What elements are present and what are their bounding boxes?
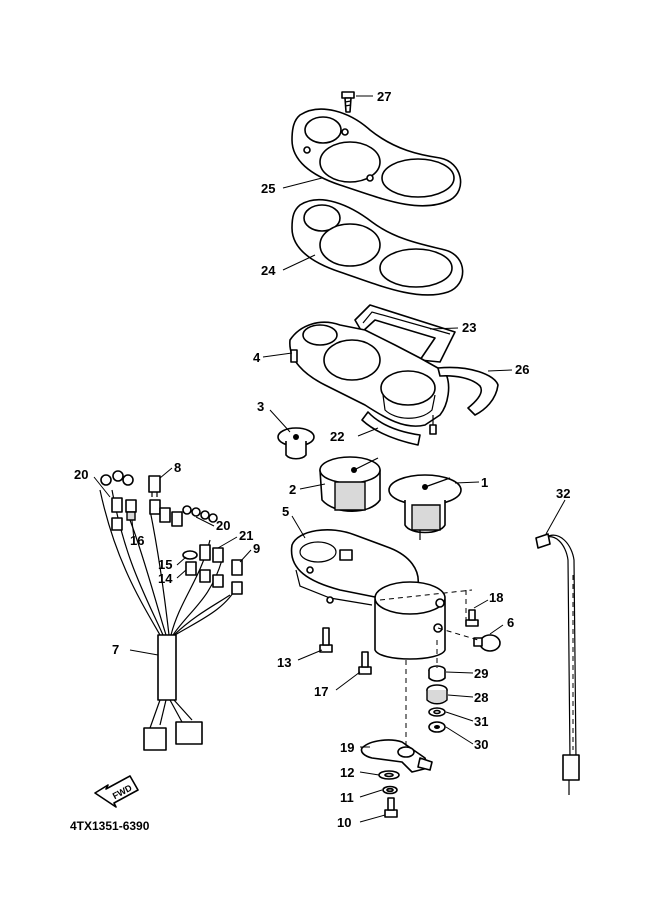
callout-2: 2 [289,482,296,497]
part-26-damper-arc[interactable] [437,366,499,416]
part-29-collar[interactable] [428,665,446,682]
part-31-washer[interactable] [428,707,446,717]
callout-17: 17 [314,684,328,699]
callout-20-top: 20 [74,467,88,482]
part-1-speedometer[interactable] [388,474,462,540]
callout-31: 31 [474,714,488,729]
callout-15: 15 [158,557,172,572]
callout-9: 9 [253,541,260,556]
part-8-bulb[interactable] [148,475,161,497]
part-10-bolt[interactable] [384,797,398,818]
part-22-damper-strip[interactable] [361,411,421,446]
part-11-washer[interactable] [382,785,398,795]
part-12-washer[interactable] [378,770,400,780]
callout-25: 25 [261,181,275,196]
part-24-gasket[interactable] [291,198,464,296]
part-5-meter-cup[interactable] [374,581,446,660]
part-27-screw[interactable] [341,91,355,113]
callout-5: 5 [282,504,289,519]
part-20-bulbs-top[interactable] [100,470,134,531]
part-13-screw[interactable] [319,627,333,653]
part-32-cable[interactable] [535,533,580,795]
callout-10: 10 [337,815,351,830]
callout-3: 3 [257,399,264,414]
part-2-tachometer[interactable] [319,456,381,512]
callout-16: 16 [130,533,144,548]
callout-28: 28 [474,690,488,705]
callout-7: 7 [112,642,119,657]
part-17-screw[interactable] [358,651,372,675]
part-4-housing[interactable] [289,321,450,435]
part-30-nut[interactable] [428,721,446,733]
callout-26: 26 [515,362,529,377]
callout-29: 29 [474,666,488,681]
callout-14: 14 [158,571,173,586]
callout-24: 24 [261,263,276,278]
callout-21: 21 [239,528,253,543]
part-6-bolt[interactable] [473,634,501,652]
leader-lines [93,95,566,823]
callout-4: 4 [253,350,261,365]
part-18-screw[interactable] [465,609,479,627]
callout-12: 12 [340,765,354,780]
callout-8: 8 [174,460,181,475]
callout-22: 22 [330,429,344,444]
part-15-washer[interactable] [182,550,198,560]
part-25-cover[interactable] [291,108,462,207]
callout-30: 30 [474,737,488,752]
part-3-socket[interactable] [277,427,315,460]
diagram-code: 4TX1351-6390 [70,819,150,833]
callout-6: 6 [507,615,514,630]
part-21-bulbs[interactable] [199,544,224,588]
part-9-bulb[interactable] [231,559,243,595]
part-16-bulb[interactable] [125,499,137,521]
fwd-arrow-icon: FWD [94,775,139,808]
callout-1: 1 [481,475,488,490]
part-19-sensor[interactable] [360,739,433,773]
part-20-bulbs-right[interactable] [149,499,218,527]
callout-11: 11 [340,790,354,805]
callout-labels: 27 25 24 23 4 26 3 22 8 20 2 1 32 5 20 2… [74,89,570,830]
callout-19: 19 [340,740,354,755]
callout-18: 18 [489,590,503,605]
callout-32: 32 [556,486,570,501]
part-5-lower-case[interactable] [290,529,419,606]
callout-27: 27 [377,89,391,104]
callout-23: 23 [462,320,476,335]
callout-13: 13 [277,655,291,670]
callout-20-right: 20 [216,518,230,533]
part-14-bulb[interactable] [185,561,197,576]
part-28-grommet[interactable] [426,684,448,705]
